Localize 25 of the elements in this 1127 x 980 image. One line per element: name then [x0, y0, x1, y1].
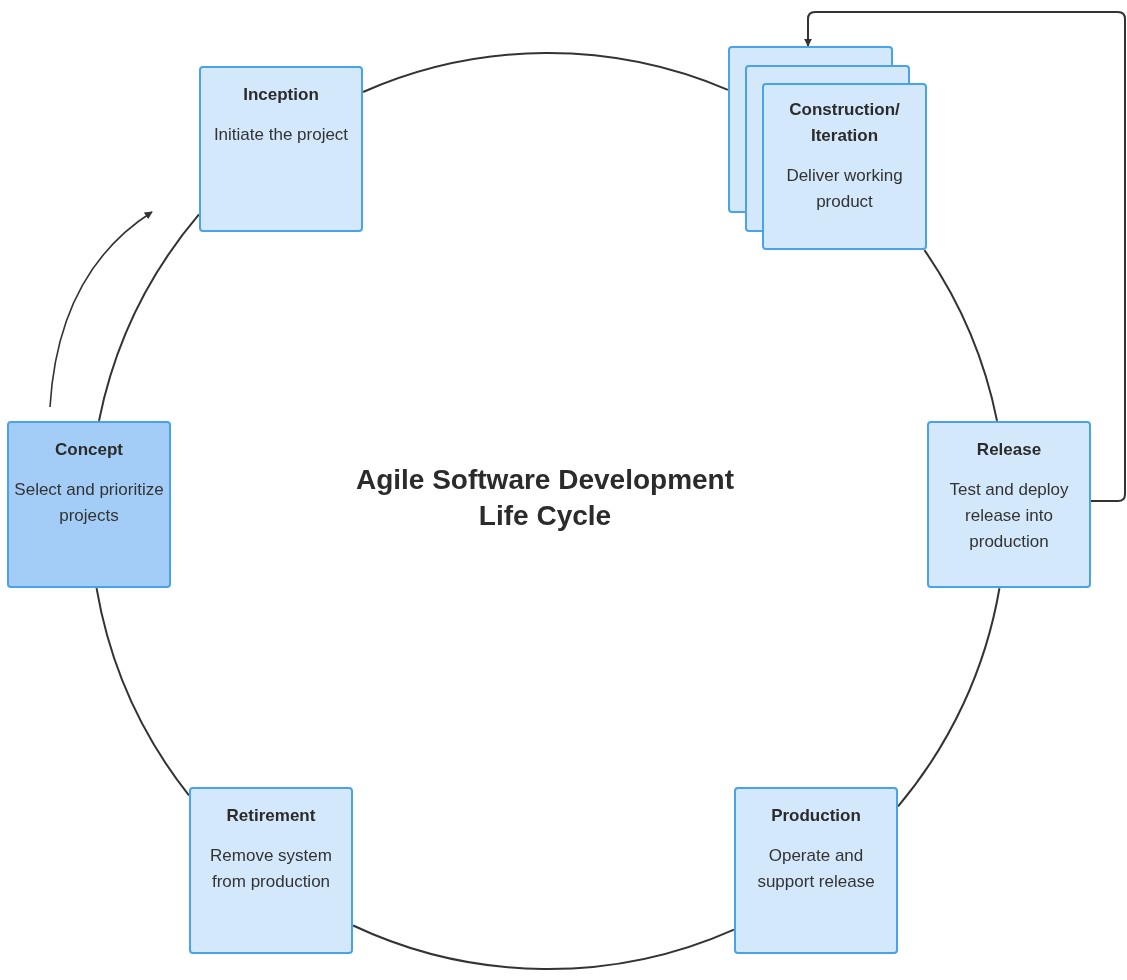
- phase-heading: Production: [771, 805, 861, 827]
- diagram-title: Agile Software Development Life Cycle: [354, 463, 736, 533]
- phase-card: [7, 421, 171, 588]
- cycle-arc: [362, 52, 729, 93]
- phase-heading: Concept: [55, 439, 123, 461]
- cycle-arc: [95, 587, 190, 797]
- phase-card: [927, 421, 1091, 588]
- phase-description: Remove system from production: [209, 845, 333, 893]
- phase-description: Select and prioritize projects: [13, 479, 165, 527]
- phase-description: Deliver working product: [785, 165, 904, 213]
- phase-description: Initiate the project: [213, 124, 349, 146]
- phase-heading: Construction/ Iteration: [788, 99, 901, 147]
- cycle-arc: [97, 213, 200, 422]
- phase-description: Test and deploy release into production: [948, 479, 1070, 553]
- phase-card: [199, 66, 363, 232]
- phase-card: [189, 787, 353, 954]
- cycle-arc: [352, 924, 735, 970]
- phase-heading: Inception: [243, 84, 319, 106]
- cycle-arc: [897, 587, 1001, 808]
- phase-description: Operate and support release: [756, 845, 876, 893]
- phase-card: [734, 787, 898, 954]
- feedback-arrow: [804, 11, 1126, 502]
- phase-heading: Release: [976, 439, 1042, 461]
- cycle-arc: [923, 249, 999, 422]
- phase-heading: Retirement: [226, 805, 316, 827]
